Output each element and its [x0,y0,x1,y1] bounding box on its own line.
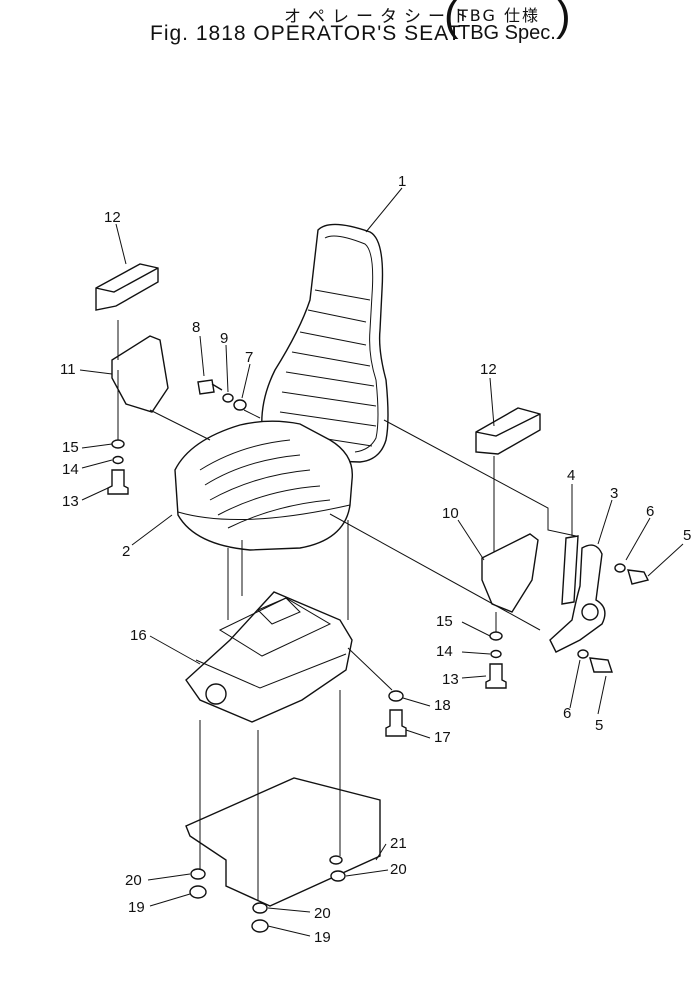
washer-14-left [112,455,124,465]
spec-japanese: TBG 仕様 [458,6,540,25]
washer-18 [388,690,404,702]
callout-10: 10 [442,505,459,522]
callout-6-lower: 6 [563,705,571,722]
callout-19-bottom: 19 [314,929,331,946]
washer-9 [222,393,234,403]
bolt-13-right [485,663,507,689]
callout-13-right: 13 [442,671,459,688]
callout-7: 7 [245,349,253,366]
paren-open: ( [444,0,459,40]
callout-21: 21 [390,835,407,852]
leader-lines [79,187,684,937]
plate-4 [561,535,579,605]
paren-close: ) [556,0,571,40]
callout-19-left: 19 [128,899,145,916]
figure-title: Fig. 1818 OPERATOR'S SEAT [150,22,462,45]
washer-15-left [111,439,125,449]
callout-3: 3 [610,485,618,502]
washer-20-bottom [252,902,268,914]
lever-3 [549,544,606,653]
bolt-8 [197,379,223,395]
callout-15-right: 15 [436,613,453,630]
seat-suspension [185,591,353,723]
callout-4: 4 [567,467,575,484]
washer-20-left [190,868,206,880]
nut-19-left [189,885,207,899]
callout-12-right: 12 [480,361,497,378]
washer-14-right [490,649,502,659]
callout-18: 18 [434,697,451,714]
callout-14-left: 14 [62,461,79,478]
bolt-5-lower [589,657,613,673]
armrest-bracket-left [111,335,169,413]
nut-7 [233,399,247,411]
washer-6-lower [577,649,589,659]
washer-6-upper [614,563,626,573]
washer-20-right [330,870,346,882]
callout-20-bottom: 20 [314,905,331,922]
callout-9: 9 [220,330,228,347]
callout-14-right: 14 [436,643,453,660]
title-japanese: オペレータシート [284,7,476,27]
mounting-plate [185,777,381,907]
callout-1: 1 [398,173,406,190]
callout-5-lower: 5 [595,717,603,734]
callout-8: 8 [192,319,200,336]
washer-21 [329,855,343,865]
callout-5-upper: 5 [683,527,691,544]
callout-12-left: 12 [104,209,121,226]
bolt-17 [385,709,407,737]
armrest-bracket-right [481,533,539,613]
callout-16: 16 [130,627,147,644]
spec-english: TBG Spec. [458,22,556,44]
callout-13-left: 13 [62,493,79,510]
seat-cushion [174,420,354,551]
bolt-5-upper [627,569,650,585]
callout-15-left: 15 [62,439,79,456]
callout-20-right: 20 [390,861,407,878]
bolt-13-left [107,469,129,495]
seat-back [261,223,389,463]
callout-11: 11 [60,361,76,378]
nut-19-bottom [251,919,269,933]
callout-labels: 1 2 3 4 5 5 6 6 7 8 9 10 11 12 12 13 13 … [60,173,691,946]
callout-2: 2 [122,543,130,560]
armrest-pad-right [475,407,541,455]
washer-15-right [489,631,503,641]
armrest-pad-left [95,263,159,311]
callout-20-left: 20 [125,872,142,889]
callout-6-upper: 6 [646,503,654,520]
callout-17: 17 [434,729,451,746]
